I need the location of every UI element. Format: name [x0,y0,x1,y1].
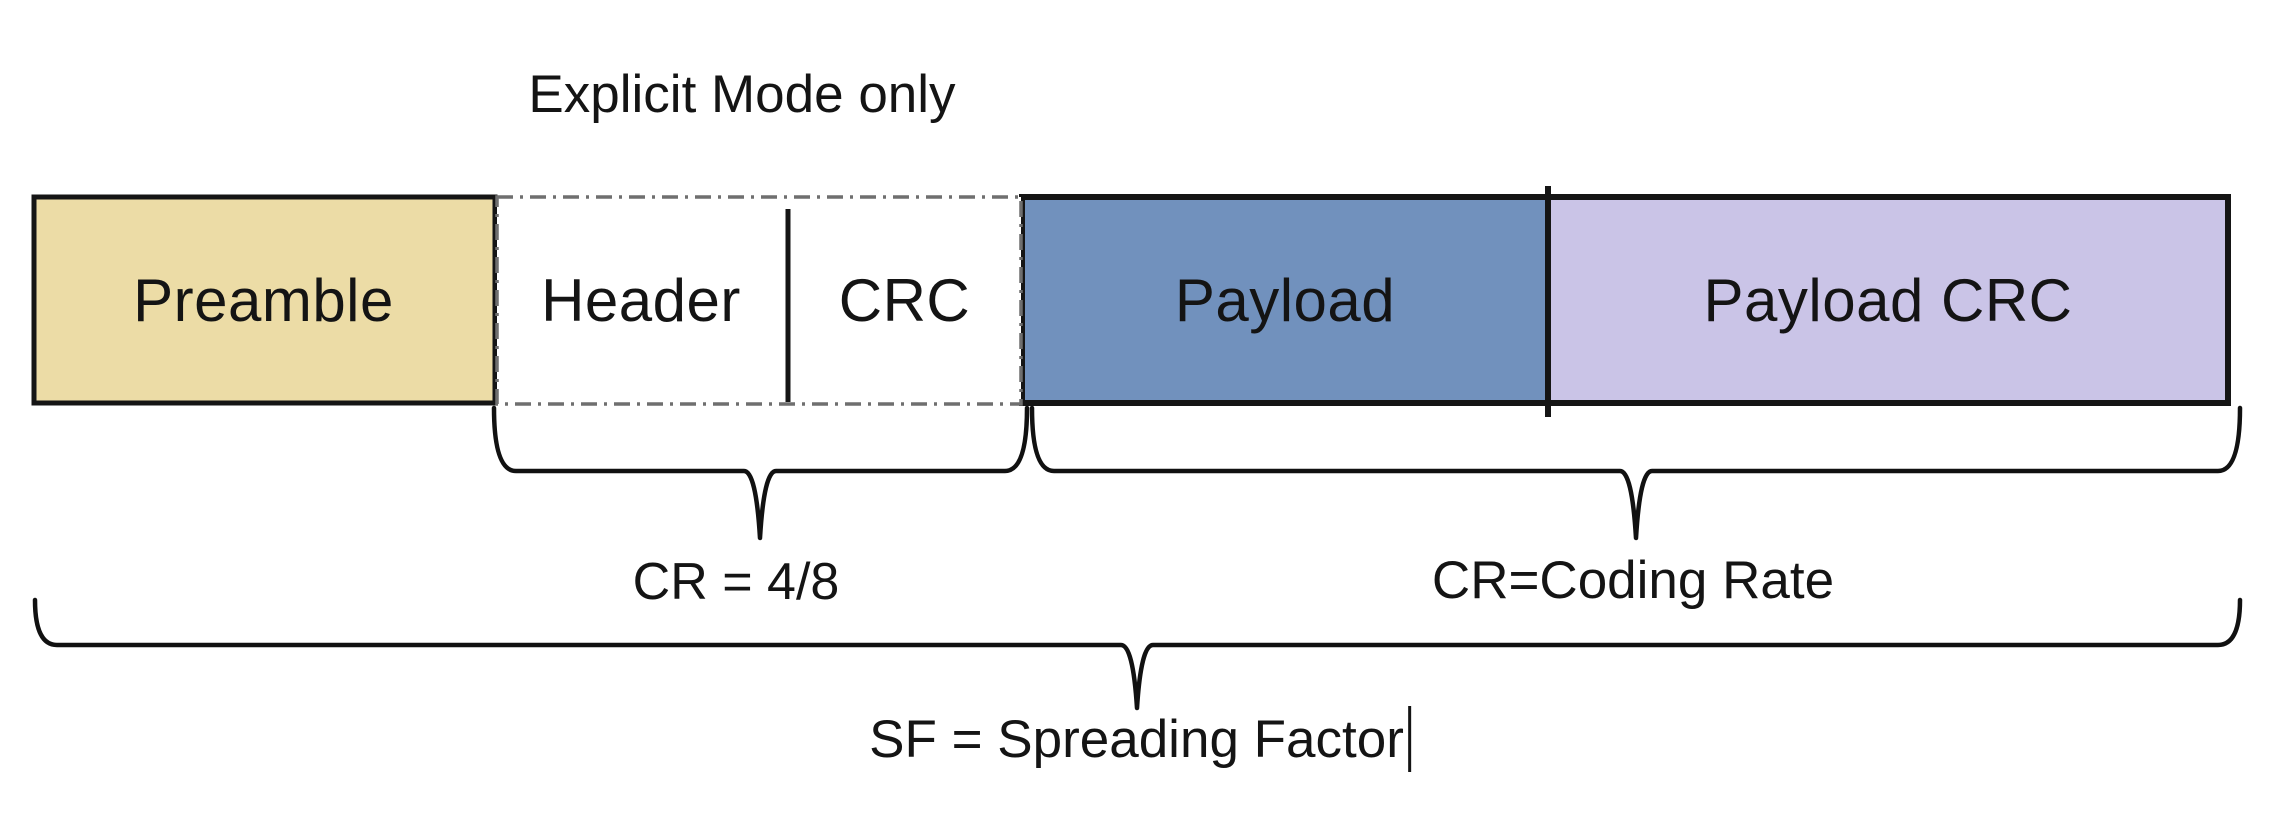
payload-crc-box [1545,194,2231,406]
payload-crc-label: Payload CRC [1703,266,2073,334]
header-crc-label: CRC [838,266,971,334]
sf-brace [32,597,2243,711]
explicit-mode-box [495,195,1023,406]
sf-annotation-wrap: SF = Spreading Factor [869,706,1411,772]
preamble-label: Preamble [133,266,394,334]
preamble-box [31,194,498,406]
header-label: Header [541,266,741,334]
explicit-mode-note: Explicit Mode only [528,65,956,124]
text-caret [1407,706,1411,772]
cr48-brace [491,405,1030,541]
coding-rate-annotation: CR=Coding Rate [1431,551,1835,610]
cr-48-annotation: CR = 4/8 [632,553,840,611]
payload-label: Payload [1174,266,1396,334]
coding-rate-brace [1029,405,2243,541]
payload-box [1019,194,1551,406]
sf-annotation: SF = Spreading Factor [869,709,1404,769]
